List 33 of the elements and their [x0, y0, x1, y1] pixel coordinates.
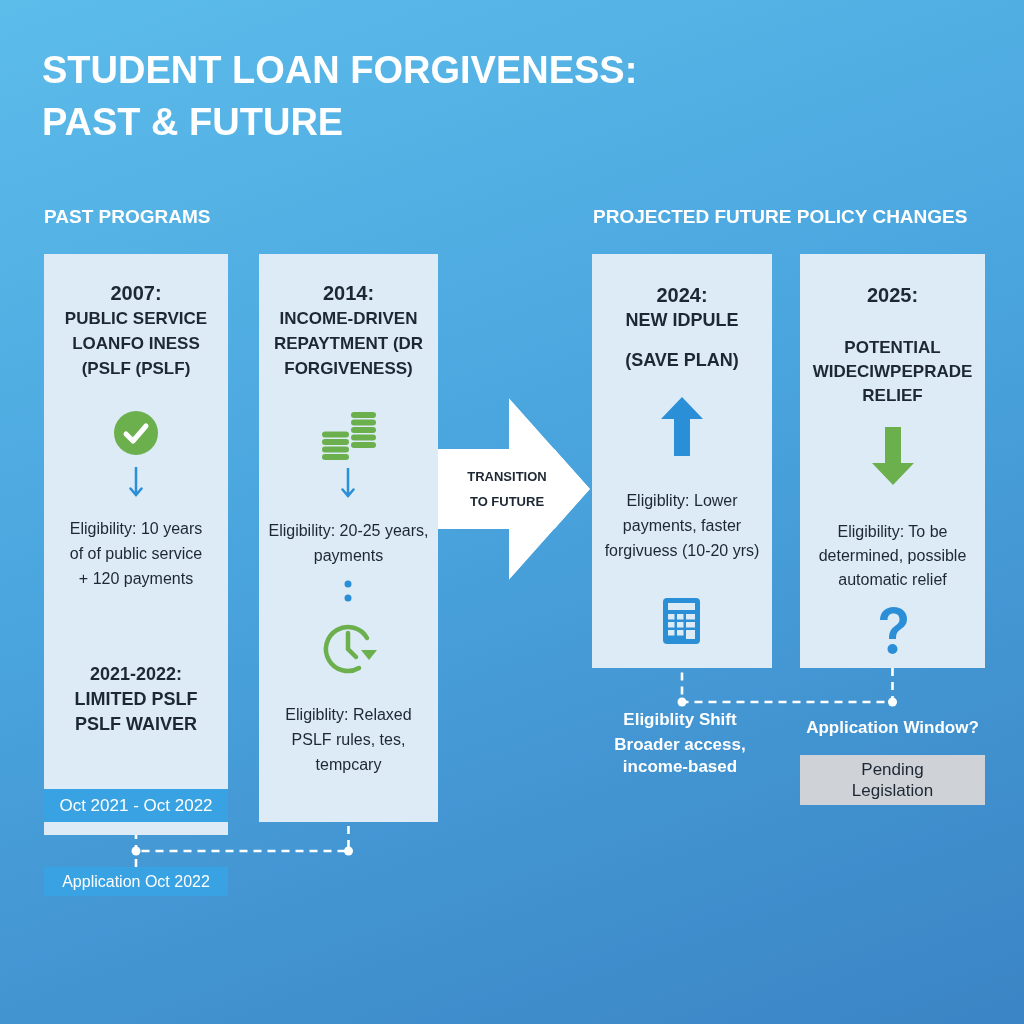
timeline-card	[592, 254, 772, 668]
card-subheading: (SAVE PLAN)	[625, 349, 739, 372]
dashed-connector	[134, 835, 138, 867]
band-text: Oct 2021 - Oct 2022	[59, 795, 213, 816]
block-arrow	[438, 398, 590, 580]
card-heading: 2021-2022: LIMITED PSLF PSLF WAIVER	[73, 663, 199, 736]
card-heading: PUBLIC SERVICE LOANFO INESS (PSLF (PSLF)	[63, 308, 209, 380]
dashed-connector	[680, 668, 894, 704]
card-heading: POTENTIAL WIDECIWPEPRADE RELIEF	[811, 337, 974, 407]
card-year: 2014:	[322, 281, 375, 305]
box-heading: Application Window?	[806, 717, 979, 739]
timeline-card	[800, 254, 985, 668]
eligibility-text: Eligiblity: Lower payments, faster forgivuess (10-20 yrs)	[603, 491, 761, 561]
eligibility-text: Eligibility: 10 years of of public service + 120 payments	[68, 519, 204, 589]
band-text: Application Oct 2022	[62, 872, 210, 891]
card-heading: INCOME-DRIVEN REPAYTMENT (DR FORGIVENESS)	[272, 308, 425, 380]
eligibility-text: Eligiblity: Relaxed PSLF rules, tes, tempcary	[284, 705, 413, 775]
note-heading: Eligiblity Shift	[623, 710, 737, 730]
card-heading: NEW IDPULE	[625, 309, 739, 332]
page-title: STUDENT LOAN FORGIVENESS: PAST & FUTURE	[42, 48, 639, 145]
date-band	[44, 867, 228, 896]
eligibility-text: Eligibility: To be determined, possible automatic relief	[817, 522, 968, 590]
date-band	[44, 789, 228, 822]
timeline-card	[44, 254, 228, 835]
eligibility-text: Eligibility: 20-25 years, payments	[267, 521, 430, 566]
card-year: 2007:	[110, 281, 162, 305]
card-year: 2024:	[656, 283, 708, 307]
section-heading: PAST PROGRAMS	[44, 205, 211, 229]
card-year: 2025:	[866, 283, 919, 307]
timeline-card	[259, 254, 438, 822]
section-heading: PROJECTED FUTURE POLICY CHANGES	[593, 205, 968, 229]
note-text: Broader access, income-based	[613, 734, 747, 778]
status-text: Pending Legislation	[850, 759, 935, 801]
